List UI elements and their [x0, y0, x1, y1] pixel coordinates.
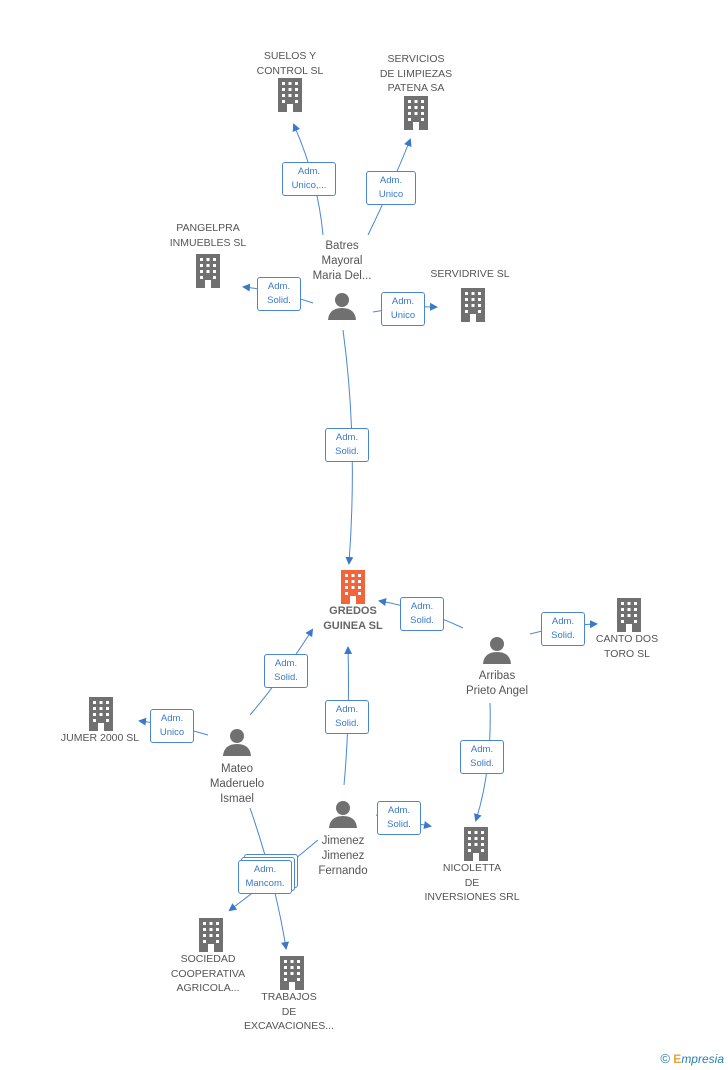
relation-badge[interactable]: Adm. Solid.: [264, 654, 308, 688]
building-icon: [280, 956, 304, 990]
company-servidrive[interactable]: SERVIDRIVE SL: [415, 267, 525, 322]
footer-brand: © Empresia: [660, 1051, 724, 1066]
company-suelos[interactable]: SUELOS Y CONTROL SL: [240, 49, 340, 112]
copyright-symbol: ©: [660, 1051, 670, 1066]
relation-badge[interactable]: Adm. Unico: [150, 709, 194, 743]
company-label: SOCIEDAD COOPERATIVA AGRICOLA...: [170, 953, 246, 994]
relation-badge[interactable]: Adm. Unico: [381, 292, 425, 326]
person-arribas[interactable]: Arribas Prieto Angel: [447, 636, 547, 699]
company-nicoletta[interactable]: NICOLETTA DE INVERSIONES SRL: [420, 827, 524, 905]
company-pangelpra[interactable]: PANGELPRA INMUEBLES SL: [158, 221, 258, 288]
person-mateo[interactable]: Mateo Maderuelo Ismael: [187, 728, 287, 807]
building-icon: [461, 287, 485, 322]
person-icon: [328, 293, 356, 320]
company-label: CANTO DOS TORO SL: [595, 633, 659, 660]
company-label: GREDOS GUINEA SL: [323, 605, 383, 632]
company-label: TRABAJOS DE EXCAVACIONES...: [243, 991, 335, 1032]
relation-badge[interactable]: Adm. Unico,...: [282, 162, 336, 196]
company-label: SERVICIOS DE LIMPIEZAS PATENA SA: [379, 53, 453, 94]
brand-name: mpresia: [681, 1052, 724, 1066]
building-icon: [617, 598, 641, 632]
company-label: SUELOS Y CONTROL SL: [256, 50, 324, 77]
relation-badge[interactable]: Adm. Solid.: [257, 277, 301, 311]
person-icon: [483, 637, 511, 664]
company-label: JUMER 2000 SL: [60, 732, 140, 744]
relation-badge[interactable]: Adm. Unico: [366, 171, 416, 205]
relation-badge[interactable]: Adm. Solid.: [325, 428, 369, 462]
company-trabajos[interactable]: TRABAJOS DE EXCAVACIONES...: [237, 956, 341, 1034]
person-label: Jimenez Jimenez Fernando: [318, 835, 368, 877]
person-label: Batres Mayoral Maria Del...: [312, 240, 372, 282]
person-label: Arribas Prieto Angel: [465, 670, 528, 697]
building-icon: [278, 78, 302, 112]
relation-badge[interactable]: Adm. Solid.: [541, 612, 585, 646]
person-batres[interactable]: Batres Mayoral Maria Del...: [292, 239, 392, 320]
relation-badge-stacked[interactable]: Adm. Mancom.: [238, 860, 292, 894]
building-icon: [404, 95, 428, 130]
person-jimenez[interactable]: Jimenez Jimenez Fernando: [293, 800, 393, 879]
person-icon: [329, 801, 357, 828]
company-sociedad[interactable]: SOCIEDAD COOPERATIVA AGRICOLA...: [158, 918, 258, 996]
company-cantodos[interactable]: CANTO DOS TORO SL: [582, 598, 672, 661]
company-gredos[interactable]: GREDOS GUINEA SL: [303, 570, 403, 633]
building-icon: [196, 254, 220, 288]
company-label: SERVIDRIVE SL: [430, 268, 510, 280]
brand-initial: E: [673, 1052, 682, 1066]
person-icon: [223, 729, 251, 756]
company-jumer[interactable]: JUMER 2000 SL: [50, 697, 150, 746]
building-icon: [464, 827, 488, 861]
relation-badge[interactable]: Adm. Solid.: [400, 597, 444, 631]
building-icon: [89, 697, 113, 731]
company-servicios[interactable]: SERVICIOS DE LIMPIEZAS PATENA SA: [366, 52, 466, 130]
company-label: NICOLETTA DE INVERSIONES SRL: [424, 862, 520, 903]
person-label: Mateo Maderuelo Ismael: [209, 763, 265, 805]
relation-badge[interactable]: Adm. Solid.: [460, 740, 504, 774]
company-label: PANGELPRA INMUEBLES SL: [169, 222, 247, 249]
building-icon: [341, 570, 365, 604]
relation-badge[interactable]: Adm. Solid.: [377, 801, 421, 835]
building-icon: [199, 918, 223, 952]
relation-badge[interactable]: Adm. Solid.: [325, 700, 369, 734]
